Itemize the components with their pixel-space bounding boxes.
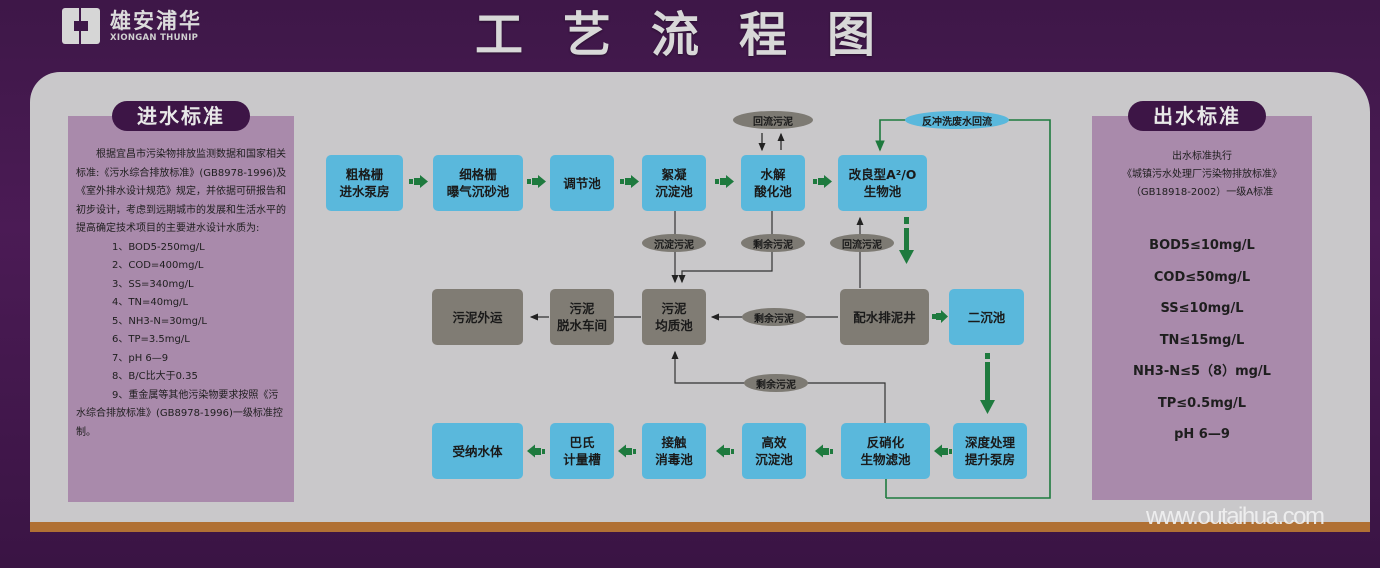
board-trim bbox=[30, 522, 1370, 532]
outflow-standard-panel bbox=[1092, 116, 1312, 500]
node-equalization: 调节池 bbox=[550, 155, 614, 211]
node-coarse-screen: 粗格栅 进水泵房 bbox=[326, 155, 403, 211]
label-excess-sludge: 剩余污泥 bbox=[742, 308, 806, 326]
inflow-item: 9、重金属等其他污染物要求按照《污水综合排放标准》(GB8978-1996)一级… bbox=[76, 389, 283, 438]
green-arrow-left-icon bbox=[618, 444, 636, 458]
brand-name-en: XIONGAN THUNIP bbox=[110, 33, 199, 43]
label-backwash-return: 反冲洗废水回流 bbox=[905, 111, 1009, 129]
node-sludge-homogenizer: 污泥 均质池 bbox=[642, 289, 706, 345]
green-arrow-right-icon bbox=[620, 175, 639, 188]
green-arrow-right-icon bbox=[813, 175, 832, 188]
node-advanced-pump: 深度处理 提升泵房 bbox=[953, 423, 1027, 479]
inflow-item: 7、pH 6—9 bbox=[112, 352, 169, 364]
inflow-item: 3、SS=340mg/L bbox=[112, 278, 194, 290]
inflow-item: 4、TN=40mg/L bbox=[112, 297, 189, 308]
outflow-item: COD≤50mg/L bbox=[1153, 269, 1251, 285]
green-arrow-right-icon bbox=[409, 175, 428, 188]
node-receiving-water: 受纳水体 bbox=[432, 423, 523, 479]
inflow-standard-heading: 进水标准 bbox=[112, 101, 250, 131]
page-title: 工艺流程图 bbox=[474, 7, 915, 63]
outflow-intro: 出水标准执行 《城镇污水处理厂污染物排放标准》 （GB18918-2002）一级… bbox=[1100, 148, 1304, 202]
green-arrow-right-icon bbox=[715, 175, 734, 188]
outflow-item: NH3-N≤5（8）mg/L bbox=[1133, 364, 1271, 379]
dashed-arrow-down-icon bbox=[899, 217, 914, 264]
outflow-intro-line: 出水标准执行 bbox=[1172, 151, 1232, 162]
node-denitrification-filter: 反硝化 生物滤池 bbox=[841, 423, 930, 479]
green-arrow-right-icon bbox=[527, 175, 546, 188]
inflow-standard-text: 根据宜昌市污染物排放监测数据和国家相关标准:《污水综合排放标准》(GB8978-… bbox=[76, 146, 288, 442]
label-return-sludge-mid: 回流污泥 bbox=[830, 234, 894, 252]
outflow-intro-line: 《城镇污水处理厂污染物排放标准》 bbox=[1122, 169, 1282, 180]
green-arrow-right-icon bbox=[932, 310, 948, 323]
node-high-eff-sedimentation: 高效 沉淀池 bbox=[742, 423, 806, 479]
inflow-item: 1、BOD5-250mg/L bbox=[112, 241, 205, 253]
node-parshall-flume: 巴氏 计量槽 bbox=[550, 423, 614, 479]
logo-icon bbox=[62, 8, 100, 44]
inflow-item: 6、TP=3.5mg/L bbox=[112, 334, 190, 345]
outflow-item: BOD5≤10mg/L bbox=[1149, 238, 1255, 253]
watermark: www.outaihua.com bbox=[1146, 503, 1325, 530]
inflow-intro: 根据宜昌市污染物排放监测数据和国家相关标准:《污水综合排放标准》(GB8978-… bbox=[76, 149, 287, 234]
node-secondary-clarifier: 二沉池 bbox=[949, 289, 1024, 345]
inflow-item: 2、COD=400mg/L bbox=[112, 260, 204, 271]
node-a2o: 改良型A²/O 生物池 bbox=[838, 155, 927, 211]
green-arrow-left-icon bbox=[815, 444, 833, 458]
inflow-item: 8、B/C比大于0.35 bbox=[112, 371, 198, 382]
green-arrow-left-icon bbox=[716, 444, 734, 458]
green-arrow-left-icon bbox=[527, 444, 545, 458]
outflow-item: TN≤15mg/L bbox=[1159, 332, 1245, 348]
node-sludge-transport: 污泥外运 bbox=[432, 289, 523, 345]
brand-logo: 雄安浦华 XIONGAN THUNIP bbox=[62, 8, 202, 44]
label-settled-sludge: 沉淀污泥 bbox=[642, 234, 706, 252]
outflow-item: TP≤0.5mg/L bbox=[1157, 395, 1247, 411]
outflow-item: SS≤10mg/L bbox=[1160, 301, 1244, 316]
node-contact-disinfection: 接触 消毒池 bbox=[642, 423, 706, 479]
node-coagulation: 絮凝 沉淀池 bbox=[642, 155, 706, 211]
label-excess-sludge: 剩余污泥 bbox=[744, 374, 808, 392]
node-sludge-dewatering: 污泥 脱水车间 bbox=[550, 289, 614, 345]
flow-arrows-bottom bbox=[527, 444, 952, 458]
dashed-arrow-down-icon bbox=[980, 353, 995, 414]
outflow-standard-heading: 出水标准 bbox=[1128, 101, 1266, 131]
label-excess-sludge: 剩余污泥 bbox=[741, 234, 805, 252]
backwash-return-line bbox=[875, 119, 1051, 499]
green-arrow-left-icon bbox=[934, 444, 952, 458]
flow-arrows-top bbox=[409, 175, 948, 323]
node-distribution-well: 配水排泥井 bbox=[840, 289, 929, 345]
outflow-items: BOD5≤10mg/L COD≤50mg/L SS≤10mg/L TN≤15mg… bbox=[1100, 230, 1304, 451]
inflow-item: 5、NH3-N=30mg/L bbox=[112, 315, 207, 327]
label-return-sludge-top: 回流污泥 bbox=[733, 111, 813, 129]
inflow-standard-panel bbox=[68, 116, 294, 502]
outflow-intro-line: （GB18918-2002）一级A标准 bbox=[1130, 187, 1274, 198]
outflow-item: pH 6—9 bbox=[1174, 427, 1230, 442]
node-fine-screen: 细格栅 曝气沉砂池 bbox=[433, 155, 523, 211]
brand-name-cn: 雄安浦华 bbox=[110, 9, 202, 33]
node-hydrolysis: 水解 酸化池 bbox=[741, 155, 805, 211]
